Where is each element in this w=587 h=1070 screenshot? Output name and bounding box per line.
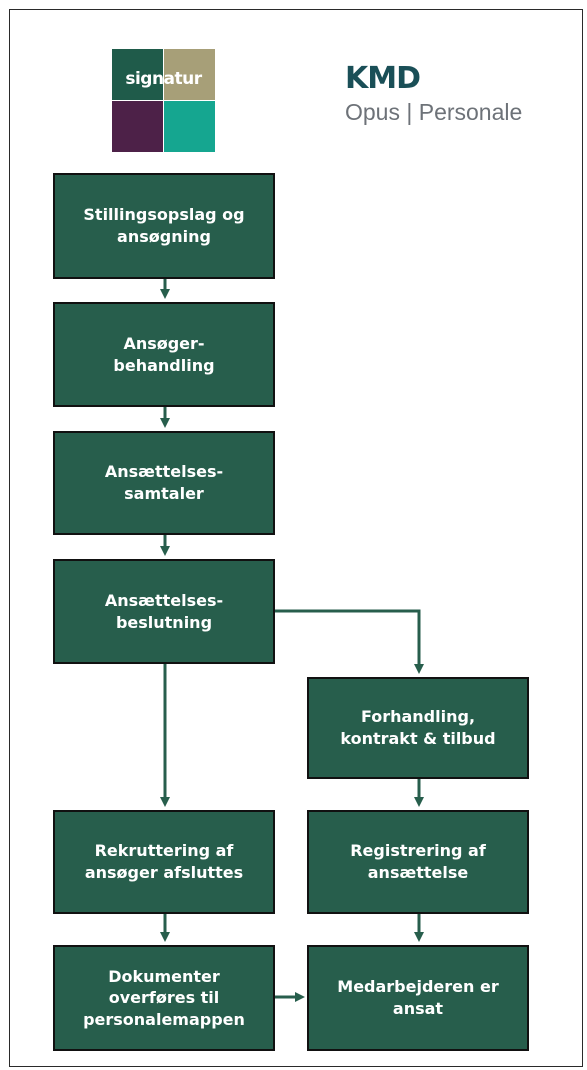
logo-quadrant-purple <box>112 101 163 152</box>
signatur-logo-text: signatur <box>125 69 202 89</box>
step-decision: Ansættelses- beslutning <box>53 559 275 664</box>
logo-quadrant-khaki <box>164 49 215 100</box>
kmd-subtitle: Opus | Personale <box>345 99 523 125</box>
logo-quadrant-green <box>112 49 163 100</box>
step-applicant-handling: Ansøger- behandling <box>53 302 275 407</box>
kmd-logo: KMD <box>345 61 421 96</box>
diagram-frame <box>9 9 583 1067</box>
arrow-decision-to-negotiation <box>275 609 424 674</box>
logo-quadrant-teal <box>164 101 215 152</box>
step-employee-hired: Medarbejderen er ansat <box>307 945 529 1051</box>
step-registration: Registrering af ansættelse <box>307 810 529 914</box>
signatur-logo: signatur <box>112 49 215 152</box>
step-recruitment-closed: Rekruttering af ansøger afsluttes <box>53 810 275 914</box>
step-negotiation: Forhandling, kontrakt & tilbud <box>307 677 529 779</box>
step-job-posting: Stillingsopslag og ansøgning <box>53 173 275 279</box>
step-interviews: Ansættelses- samtaler <box>53 431 275 535</box>
step-documents-transferred: Dokumenter overføres til personalemappen <box>53 945 275 1051</box>
